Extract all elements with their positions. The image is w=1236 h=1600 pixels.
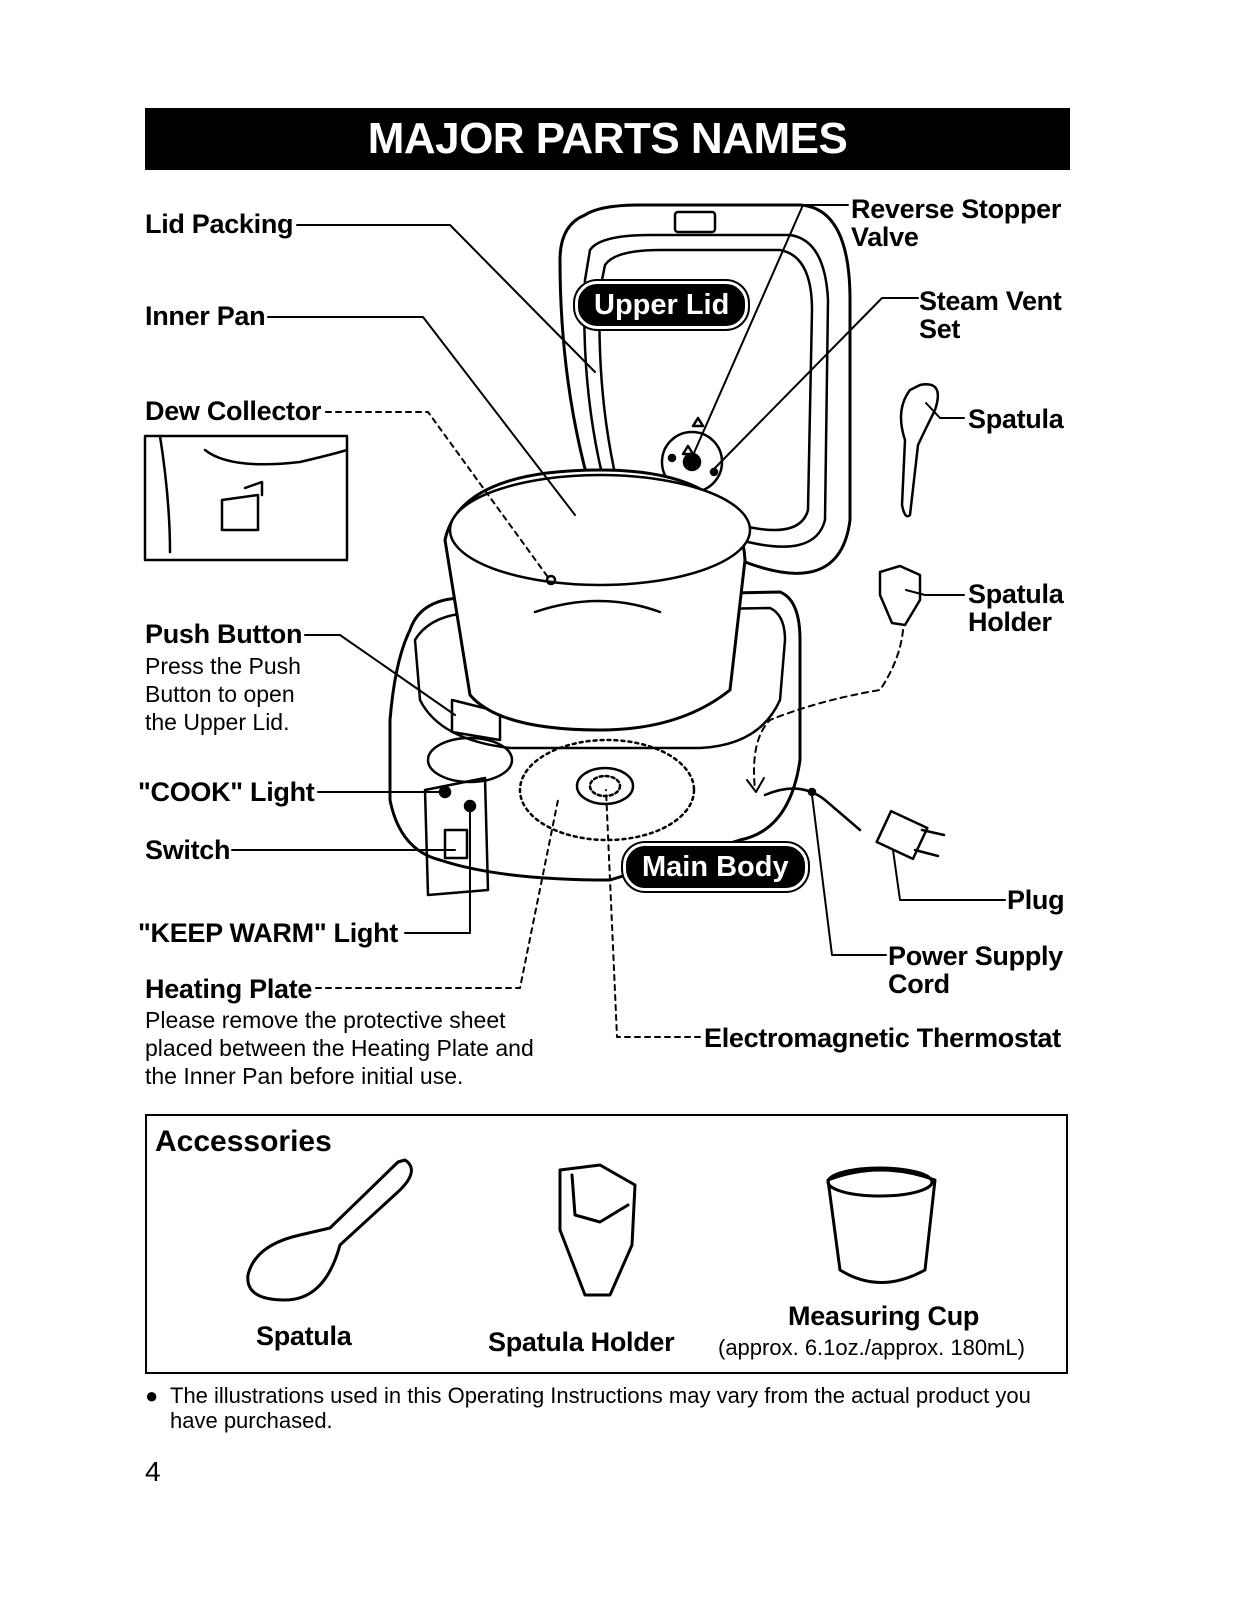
inner-pan-rim: [448, 473, 752, 587]
plug-prong-b: [913, 848, 940, 858]
dew-collector-inset: [143, 434, 349, 562]
accessory-measuring-cup-drawing: [826, 1168, 937, 1284]
front-panel-window: [426, 736, 514, 784]
label-keep-warm-light: "KEEP WARM" Light: [138, 918, 398, 948]
inner-pan-floor: [533, 599, 662, 614]
label-reverse-stopper-valve-line-2: Valve: [851, 222, 919, 252]
leader-lines: [231, 204, 1006, 1038]
dew-collector-point: [545, 574, 557, 586]
switch-shape: [443, 828, 469, 860]
valve-triangle-b: [681, 444, 695, 456]
label-spatula: Spatula: [968, 404, 1064, 434]
label-power-supply-cord-line-2: Cord: [888, 969, 950, 999]
accessories-heading: Accessories: [155, 1125, 332, 1158]
accessory-label-measuring-cup: Measuring Cup: [788, 1301, 980, 1331]
heating-plate-ring: [518, 738, 696, 842]
label-spatula-holder-line-1: Spatula: [968, 579, 1064, 609]
lid-inner-outline: [583, 233, 830, 548]
upper-lid-outline: [558, 203, 852, 575]
measuring-cup-rim: [826, 1166, 934, 1198]
label-dew-collector: Dew Collector: [145, 396, 322, 426]
side-spatula: [899, 383, 940, 518]
inset-detail: [158, 434, 349, 554]
label-steam-vent-set-line-1: Steam Vent: [919, 286, 1062, 316]
push-button-note-line-3: the Upper Lid.: [145, 709, 290, 735]
lid-handle: [673, 210, 717, 234]
label-lid-packing: Lid Packing: [145, 209, 294, 239]
accessory-spatula-drawing: [246, 1158, 413, 1302]
label-heating-plate: Heating Plate: [145, 974, 313, 1004]
push-button-note-line-1: Press the Push: [145, 653, 301, 679]
page-title: MAJOR PARTS NAMES: [145, 108, 1070, 170]
label-plug: Plug: [1007, 885, 1065, 915]
push-button-note-line-2: Button to open: [145, 681, 295, 707]
accessories-box: [145, 1114, 1068, 1374]
label-inner-pan: Inner Pan: [145, 301, 266, 331]
power-cord: [763, 787, 862, 832]
side-spatula-holder: [878, 564, 922, 627]
label-reverse-stopper-valve-line-1: Reverse Stopper: [851, 194, 1062, 224]
heating-plate-note-line-1: Please remove the protective sheet: [145, 1007, 506, 1033]
label-power-supply-cord-line-1: Power Supply: [888, 941, 1063, 971]
valve-triangle-a: [691, 416, 705, 428]
label-push-button: Push Button: [145, 619, 303, 649]
footnote-line-1: The illustrations used in this Operating…: [170, 1383, 1031, 1408]
label-cook-light: "COOK" Light: [138, 777, 315, 807]
accessory-measuring-cup-detail: (approx. 6.1oz./approx. 180mL): [718, 1335, 1025, 1360]
callout-main-body: Main Body: [623, 843, 808, 891]
accessory-label-spatula: Spatula: [256, 1321, 352, 1351]
control-panel: [423, 776, 490, 897]
thermostat-outer: [575, 766, 635, 806]
label-spatula-holder-line-2: Holder: [968, 607, 1052, 637]
thermostat-inner: [588, 774, 622, 798]
footnote-bullet: ●: [145, 1383, 159, 1408]
main-body-outline: [388, 590, 802, 882]
footnote-line-2: have purchased.: [170, 1408, 333, 1433]
accessory-spatula-holder-drawing: [558, 1163, 637, 1297]
steam-vent-dot-a: [667, 453, 677, 463]
cook-light-shape: [438, 785, 452, 799]
plug-prong-a: [920, 828, 946, 837]
heating-plate-note-line-2: placed between the Heating Plate and: [145, 1035, 534, 1061]
label-steam-vent-set-line-2: Set: [919, 314, 961, 344]
plug-body: [875, 809, 929, 861]
lid-packing-outline: [598, 248, 814, 532]
callout-upper-lid: Upper Lid: [575, 281, 749, 329]
heating-plate-note-line-3: the Inner Pan before initial use.: [145, 1063, 464, 1089]
accessory-label-spatula-holder: Spatula Holder: [488, 1327, 675, 1357]
label-electromagnetic-thermostat: Electromagnetic Thermostat: [704, 1023, 1061, 1053]
label-switch: Switch: [145, 835, 231, 865]
page-number: 4: [145, 1456, 161, 1487]
